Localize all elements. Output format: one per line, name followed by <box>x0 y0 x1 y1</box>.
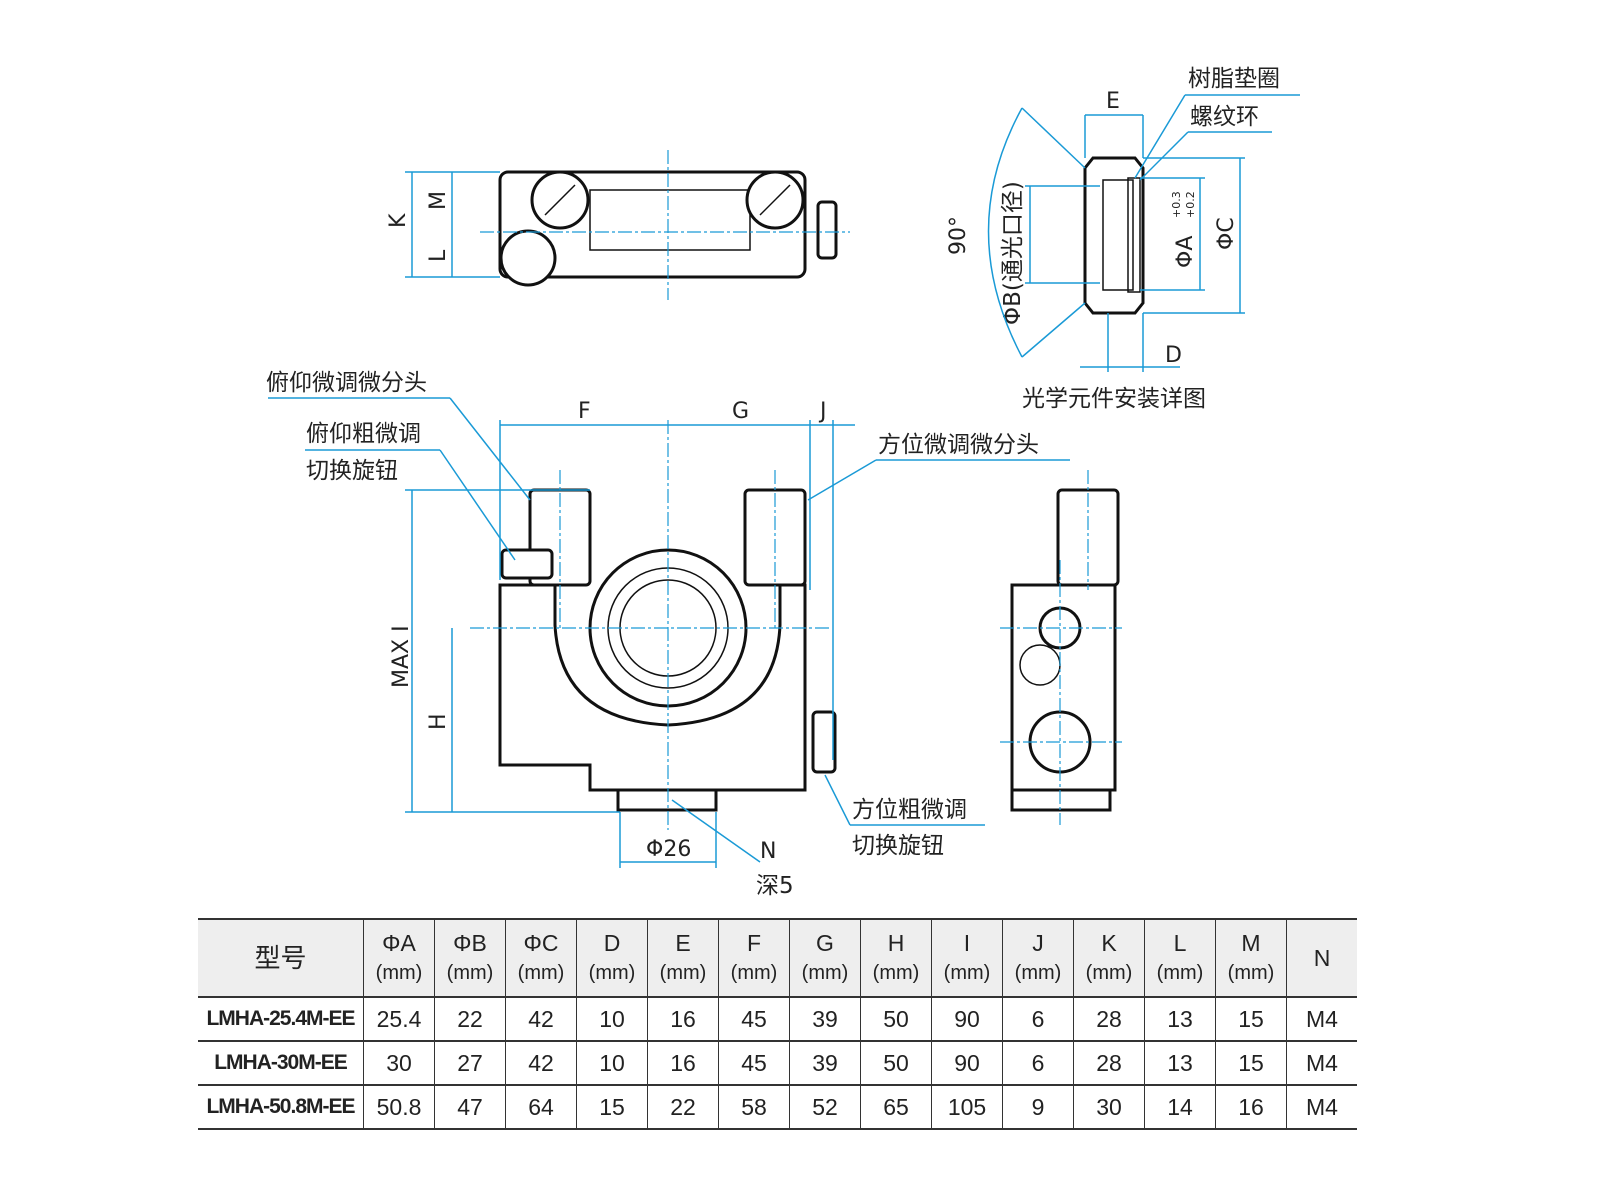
value-cell: 15 <box>576 1085 648 1129</box>
azimuth-switch-label-1: 方位粗微调 <box>852 797 967 823</box>
detail-view: E ΦC ΦA +0.3 +0.2 ΦB(通光口径) 90° D 树脂垫圈 螺纹… <box>946 66 1300 412</box>
dim-angle: 90° <box>946 216 971 255</box>
front-view: F G J MAX I H Φ26 N 深5 俯仰微调微分头 俯仰粗微调 切换旋… <box>266 370 1070 899</box>
value-cell: 52 <box>789 1085 861 1129</box>
resin-washer-label: 树脂垫圈 <box>1188 66 1280 92</box>
dim-phiB: ΦB(通光口径) <box>1000 181 1026 325</box>
dim-J: J <box>818 399 827 424</box>
value-cell: M4 <box>1286 1085 1357 1129</box>
value-cell: 10 <box>576 1041 648 1085</box>
header-N: N <box>1286 919 1357 997</box>
value-cell: 64 <box>505 1085 577 1129</box>
value-cell: 15 <box>1215 997 1287 1041</box>
value-cell: 65 <box>860 1085 932 1129</box>
value-cell: 6 <box>1002 1041 1074 1085</box>
header-E: E(mm) <box>647 919 719 997</box>
header-L: L(mm) <box>1144 919 1216 997</box>
dim-H: H <box>426 713 451 730</box>
value-cell: 39 <box>789 1041 861 1085</box>
value-cell: 39 <box>789 997 861 1041</box>
value-cell: 14 <box>1144 1085 1216 1129</box>
value-cell: M4 <box>1286 997 1357 1041</box>
dim-N: N <box>760 839 776 864</box>
header-I: I(mm) <box>931 919 1003 997</box>
dim-phiA: ΦA <box>1173 236 1198 268</box>
value-cell: 42 <box>505 997 577 1041</box>
value-cell: M4 <box>1286 1041 1357 1085</box>
value-cell: 50.8 <box>363 1085 435 1129</box>
value-cell: 90 <box>931 1041 1003 1085</box>
value-cell: 16 <box>1215 1085 1287 1129</box>
header-M: M(mm) <box>1215 919 1287 997</box>
pitch-micrometer-label: 俯仰微调微分头 <box>266 370 427 396</box>
header-J: J(mm) <box>1002 919 1074 997</box>
detail-view-title: 光学元件安装详图 <box>1022 386 1206 412</box>
dim-phi26: Φ26 <box>646 837 691 862</box>
dim-E: E <box>1106 89 1120 114</box>
azimuth-switch-label-2: 切换旋钮 <box>852 833 944 859</box>
value-cell: 22 <box>647 1085 719 1129</box>
value-cell: 30 <box>1073 1085 1145 1129</box>
header-model: 型号 <box>254 943 307 973</box>
value-cell: 50 <box>860 997 932 1041</box>
value-cell: 45 <box>718 1041 790 1085</box>
header-H: H(mm) <box>860 919 932 997</box>
value-cell: 16 <box>647 1041 719 1085</box>
model-cell: LMHA-25.4M-EE <box>206 1007 355 1030</box>
value-cell: 13 <box>1144 1041 1216 1085</box>
pitch-switch-label-1: 俯仰粗微调 <box>306 421 421 447</box>
technical-drawing: K M L E ΦC ΦA +0.3 +0.2 ΦB(通光口径) 90° D <box>266 66 1300 899</box>
header-phiC: ΦC(mm) <box>505 919 577 997</box>
model-cell: LMHA-30M-EE <box>214 1051 348 1074</box>
side-view <box>1000 470 1122 825</box>
threaded-ring-label: 螺纹环 <box>1190 104 1259 130</box>
value-cell: 30 <box>363 1041 435 1085</box>
phiA-tol-lower: +0.2 <box>1184 191 1197 218</box>
value-cell: 27 <box>434 1041 506 1085</box>
header-phiA: ΦA(mm) <box>363 919 435 997</box>
value-cell: 58 <box>718 1085 790 1129</box>
value-cell: 90 <box>931 997 1003 1041</box>
dim-D: D <box>1165 343 1182 368</box>
value-cell: 15 <box>1215 1041 1287 1085</box>
dim-I: MAX I <box>389 625 414 688</box>
dim-L: L <box>426 249 451 262</box>
depth-label: 深5 <box>756 873 794 899</box>
value-cell: 105 <box>931 1085 1003 1129</box>
value-cell: 28 <box>1073 1041 1145 1085</box>
value-cell: 6 <box>1002 997 1074 1041</box>
dim-M: M <box>426 191 451 210</box>
header-phiB: ΦB(mm) <box>434 919 506 997</box>
value-cell: 47 <box>434 1085 506 1129</box>
value-cell: 16 <box>647 997 719 1041</box>
pitch-switch-label-2: 切换旋钮 <box>306 458 398 484</box>
value-cell: 13 <box>1144 997 1216 1041</box>
value-cell: 45 <box>718 997 790 1041</box>
dim-K: K <box>386 213 411 228</box>
phiA-tol-upper: +0.3 <box>1170 191 1183 218</box>
value-cell: 50 <box>860 1041 932 1085</box>
spec-table: 型号 ΦA(mm) ΦB(mm) ΦC(mm) D(mm) E(mm) F(mm… <box>198 918 1357 1130</box>
value-cell: 9 <box>1002 1085 1074 1129</box>
top-view: K M L <box>386 150 850 300</box>
value-cell: 22 <box>434 997 506 1041</box>
dim-G: G <box>732 399 749 424</box>
header-G: G(mm) <box>789 919 861 997</box>
dim-F: F <box>578 399 591 424</box>
dim-phiC: ΦC <box>1214 217 1239 250</box>
header-F: F(mm) <box>718 919 790 997</box>
value-cell: 10 <box>576 997 648 1041</box>
value-cell: 25.4 <box>363 997 435 1041</box>
table-header-row: 型号 ΦA(mm) ΦB(mm) ΦC(mm) D(mm) E(mm) F(mm… <box>198 919 1357 997</box>
value-cell: 42 <box>505 1041 577 1085</box>
model-cell: LMHA-50.8M-EE <box>206 1095 355 1118</box>
header-D: D(mm) <box>576 919 648 997</box>
header-K: K(mm) <box>1073 919 1145 997</box>
value-cell: 28 <box>1073 997 1145 1041</box>
azimuth-micrometer-label: 方位微调微分头 <box>878 432 1039 458</box>
